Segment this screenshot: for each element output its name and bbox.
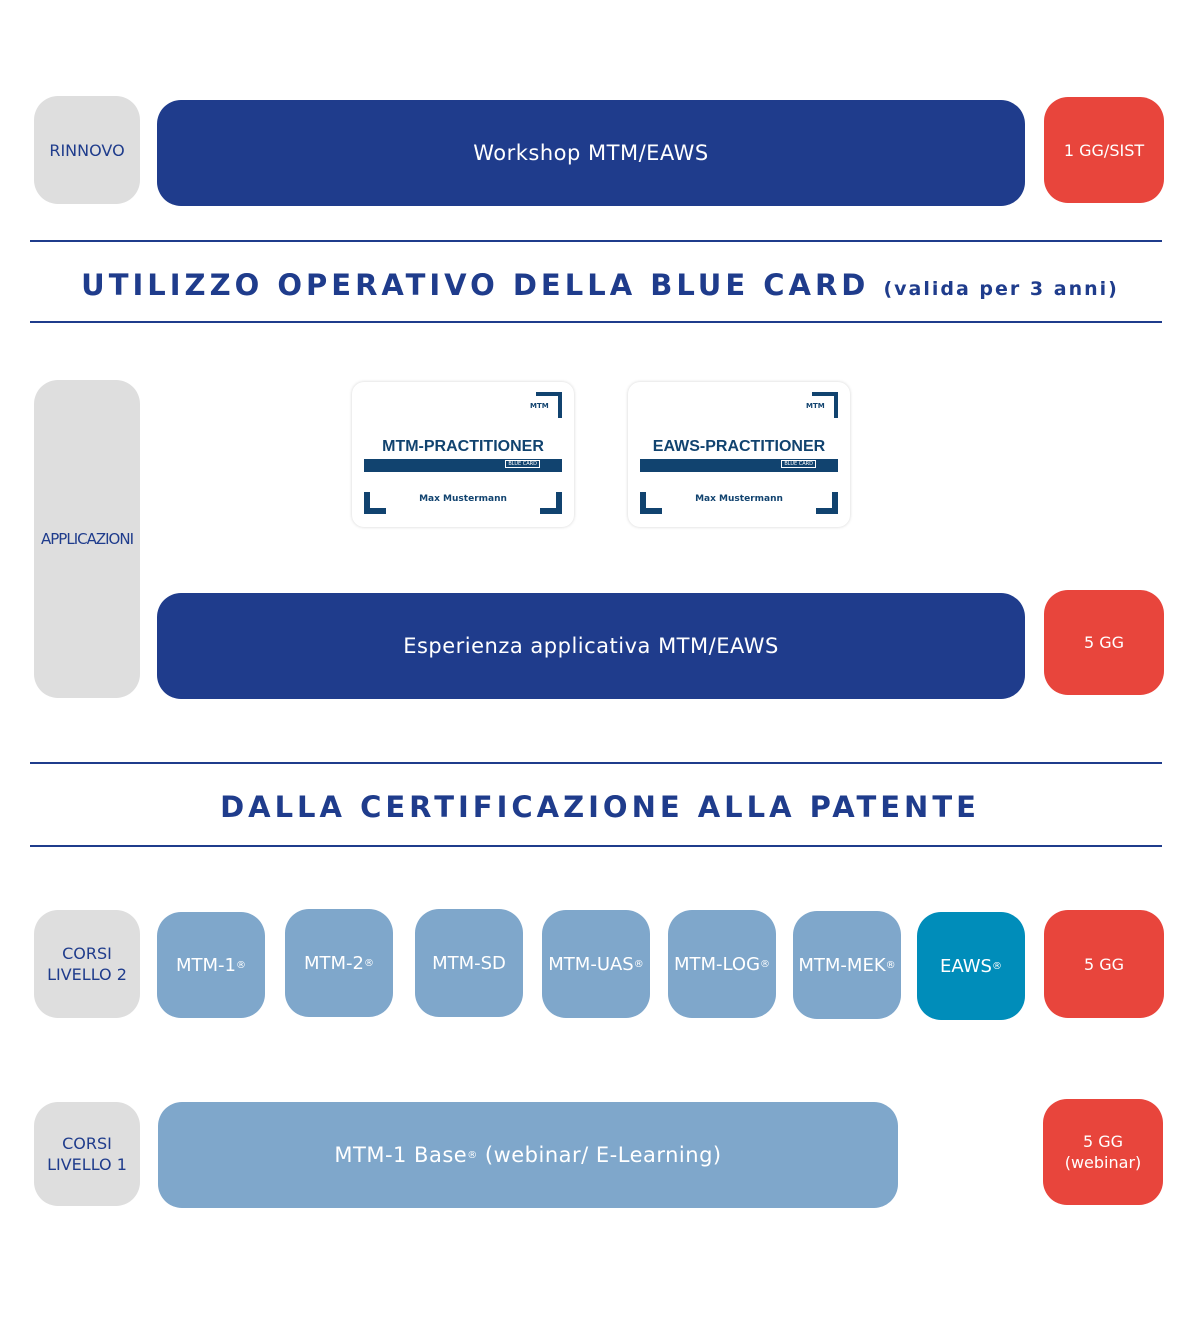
label-line: CORSI bbox=[62, 944, 112, 963]
livello1-duration: 5 GG (webinar) bbox=[1043, 1099, 1163, 1205]
divider bbox=[30, 240, 1162, 242]
section-title-blue-card: UTILIZZO OPERATIVO DELLA BLUE CARD (vali… bbox=[0, 268, 1200, 302]
rinnovo-duration: 1 GG/SIST bbox=[1044, 97, 1164, 203]
livello2-duration: 5 GG bbox=[1044, 910, 1164, 1018]
workshop-bar: Workshop MTM/EAWS bbox=[157, 100, 1025, 206]
card-title: EAWS-PRACTITIONER bbox=[652, 438, 826, 455]
applicazioni-duration: 5 GG bbox=[1044, 590, 1164, 695]
corner-icon bbox=[640, 492, 662, 514]
label-line: CORSI bbox=[62, 1134, 112, 1153]
eaws-practitioner-card: MTM EAWS-PRACTITIONER BLUE CARD Max Must… bbox=[628, 382, 850, 527]
corner-icon bbox=[540, 492, 562, 514]
divider bbox=[30, 321, 1162, 323]
divider bbox=[30, 762, 1162, 764]
card-badge: BLUE CARD bbox=[781, 460, 816, 468]
card-holder-name: Max Mustermann bbox=[695, 494, 783, 504]
course-mtm-1-base: MTM-1 Base® (webinar/ E-Learning) bbox=[158, 1102, 898, 1208]
card-title: MTM-PRACTITIONER bbox=[382, 438, 544, 455]
mtm-logo-icon: MTM bbox=[530, 392, 562, 418]
course-mtm-1: MTM-1® bbox=[157, 912, 265, 1018]
card-bar: BLUE CARD bbox=[364, 459, 562, 472]
card-holder-name: Max Mustermann bbox=[419, 494, 507, 504]
duration-note: (webinar) bbox=[1064, 1153, 1142, 1172]
applicazioni-label: APPLICAZIONI bbox=[34, 380, 140, 698]
corner-icon bbox=[364, 492, 386, 514]
course-mtm-mek: MTM-MEK® bbox=[793, 911, 901, 1019]
course-eaws: EAWS® bbox=[917, 912, 1025, 1020]
livello2-label: CORSI LIVELLO 2 bbox=[34, 910, 140, 1018]
card-bar: BLUE CARD bbox=[640, 459, 838, 472]
course-mtm-log: MTM-LOG® bbox=[668, 910, 776, 1018]
logo-text: MTM bbox=[806, 402, 825, 410]
card-badge: BLUE CARD bbox=[505, 460, 540, 468]
logo-text: MTM bbox=[530, 402, 549, 410]
mtm-practitioner-card: MTM MTM-PRACTITIONER BLUE CARD Max Muste… bbox=[352, 382, 574, 527]
duration-text: 5 GG bbox=[1082, 1132, 1124, 1151]
course-mtm-sd: MTM-SD bbox=[415, 909, 523, 1017]
corner-icon bbox=[816, 492, 838, 514]
mtm-logo-icon: MTM bbox=[806, 392, 838, 418]
livello1-label: CORSI LIVELLO 1 bbox=[34, 1102, 140, 1206]
label-line: LIVELLO 1 bbox=[47, 1155, 127, 1174]
label-line: LIVELLO 2 bbox=[47, 965, 127, 984]
course-mtm-2: MTM-2® bbox=[285, 909, 393, 1017]
divider bbox=[30, 845, 1162, 847]
section-title-certificazione: DALLA CERTIFICAZIONE ALLA PATENTE bbox=[220, 790, 980, 824]
experience-bar: Esperienza applicativa MTM/EAWS bbox=[157, 593, 1025, 699]
rinnovo-label: RINNOVO bbox=[34, 96, 140, 204]
section-title-text: UTILIZZO OPERATIVO DELLA BLUE CARD bbox=[81, 268, 870, 302]
course-mtm-uas: MTM-UAS® bbox=[542, 910, 650, 1018]
section-subtitle: (valida per 3 anni) bbox=[883, 278, 1119, 300]
